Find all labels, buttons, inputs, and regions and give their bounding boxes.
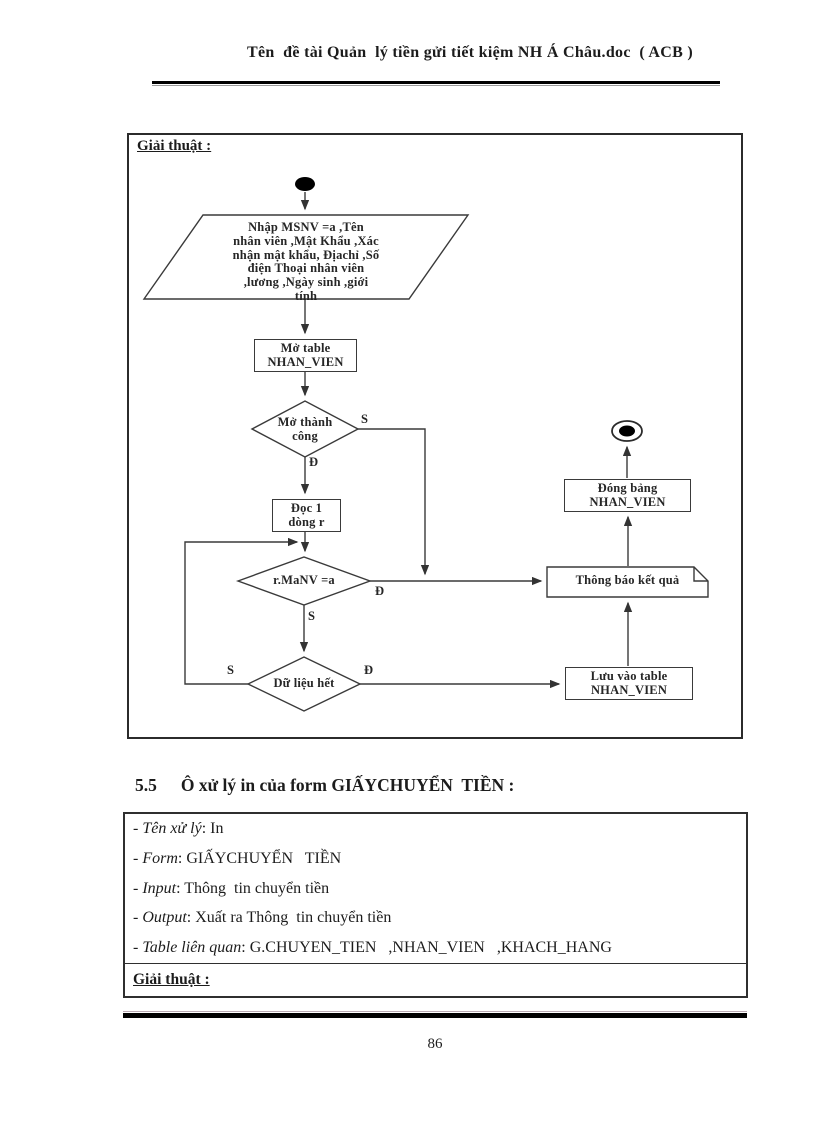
open-success-label: Mở thành công (277, 415, 333, 443)
match-label: r.MaNV =a (273, 573, 335, 587)
notify-label: Thông báo kết quả (575, 573, 680, 587)
section-title: Ô xử lý in của form GIẤYCHUYỂN TIỀN : (180, 775, 515, 795)
branch-no-match: S (308, 609, 315, 623)
row-label: Tên xử lý (142, 820, 202, 837)
notify-note-fold-icon (693, 567, 708, 582)
row-label: Input (142, 879, 177, 897)
footer-divider (123, 1011, 747, 1020)
row-label: Output (142, 909, 187, 927)
table-row: - Input: Thông tin chuyển tiền (133, 879, 330, 897)
close-table-node: Đóng bảng NHAN_VIEN (564, 479, 691, 512)
table-footer-row: Giải thuật : (125, 962, 746, 996)
start-node-icon (295, 177, 315, 191)
algorithm-label: Giải thuật : (133, 970, 210, 988)
connector-lines (184, 192, 633, 689)
table-row: - Form: GIẤYCHUYỂN TIỀN (133, 849, 342, 867)
row-label: Form (142, 849, 178, 867)
data-end-label: Dữ liệu hết (273, 676, 335, 690)
row-label: Table liên quan (142, 939, 242, 957)
flowchart-border (127, 133, 743, 739)
flowchart-canvas (127, 133, 743, 739)
branch-yes-open: Đ (309, 455, 319, 469)
end-node-inner-icon (619, 425, 635, 437)
input-node-label: Nhập MSNV =a ,Tên nhân viên ,Mật Khẩu ,X… (232, 220, 380, 303)
row-value: G.CHUYEN_TIEN ,NHAN_VIEN ,KHACH_HANG (249, 939, 612, 957)
flowchart-frame: Giải thuật : Nhập MSNV =a ,Tên nhân viên… (127, 133, 744, 740)
details-table: - Tên xử lý: In - Form: GIẤYCHUYỂN TIỀN … (123, 812, 748, 998)
row-value: In (210, 820, 224, 837)
section-number: 5.5 (135, 775, 157, 795)
header-title: Tên đề tài Quản lý tiền gửi tiết kiệm NH… (247, 44, 693, 61)
page-number: 86 (427, 1036, 443, 1052)
open-table-node: Mở table NHAN_VIEN (254, 339, 357, 372)
row-value: Xuất ra Thông tin chuyển tiền (195, 909, 392, 927)
notify-note-shape (546, 566, 709, 598)
header-divider (152, 81, 720, 88)
row-value: GIẤYCHUYỂN TIỀN (186, 849, 342, 867)
save-table-node: Lưu vào table NHAN_VIEN (565, 667, 693, 700)
table-row: - Tên xử lý: In (133, 820, 224, 837)
table-row: - Table liên quan: G.CHUYEN_TIEN ,NHAN_V… (133, 939, 612, 957)
branch-yes-match: Đ (375, 584, 385, 598)
table-row: - Output: Xuất ra Thông tin chuyển tiền (133, 909, 392, 927)
branch-no-dataend: S (227, 663, 234, 677)
branch-no-open: S (361, 412, 368, 426)
read-row-node: Đọc 1 dòng r (272, 499, 341, 532)
row-value: Thông tin chuyển tiền (184, 879, 330, 897)
branch-yes-dataend: Đ (364, 663, 374, 677)
input-parallelogram (142, 214, 470, 300)
flowchart-label: Giải thuật : (137, 138, 212, 154)
section-heading: 5.5 Ô xử lý in của form GIẤYCHUYỂN TIỀN … (135, 775, 514, 796)
